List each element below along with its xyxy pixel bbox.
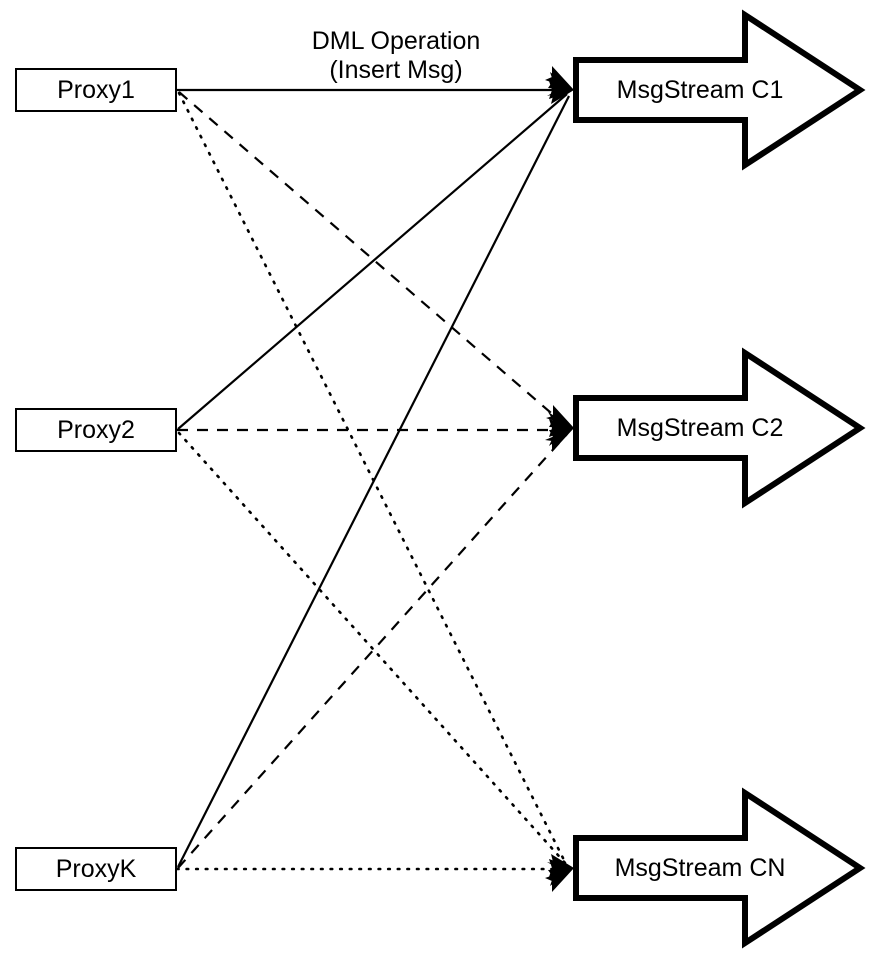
node-proxyk[interactable]: ProxyK bbox=[15, 847, 177, 891]
dml-operation-label: DML Operation (Insert Msg) bbox=[312, 27, 481, 84]
edge-proxy2-to-msgstream-cn bbox=[177, 431, 568, 866]
proxy2-label: Proxy2 bbox=[57, 416, 135, 444]
msgstream-c1-label: MsgStream C1 bbox=[617, 76, 784, 104]
edge-proxy1-to-msgstream-c2 bbox=[178, 91, 566, 426]
proxy2-box[interactable] bbox=[15, 408, 177, 452]
node-proxy2[interactable]: Proxy2 bbox=[15, 408, 177, 452]
msgstream-cn-arrow-shape[interactable] bbox=[573, 787, 866, 949]
proxyk-box[interactable] bbox=[15, 847, 177, 891]
edge-proxy1-to-msgstream-cn bbox=[177, 91, 568, 866]
dml-operation-label-line2: (Insert Msg) bbox=[329, 56, 462, 84]
dml-operation-label-line1: DML Operation bbox=[312, 27, 481, 55]
proxyk-label: ProxyK bbox=[56, 855, 137, 883]
arrowhead-msgstream-cn bbox=[545, 854, 574, 892]
msgstream-c1-arrow-shape[interactable] bbox=[573, 9, 866, 171]
edge-proxyk-to-msgstream-c2 bbox=[177, 433, 568, 869]
node-proxy1[interactable]: Proxy1 bbox=[15, 68, 177, 112]
edge-proxyk-to-msgstream-c1 bbox=[177, 95, 570, 868]
msgstream-c2-label: MsgStream C2 bbox=[617, 414, 784, 442]
arrowhead-msgstream-c1 bbox=[545, 66, 574, 104]
proxy1-label: Proxy1 bbox=[57, 76, 135, 104]
proxy-nodes: Proxy1 Proxy2 ProxyK bbox=[15, 68, 177, 891]
msgstream-nodes: MsgStream C1 MsgStream C2 MsgStream CN bbox=[573, 9, 866, 949]
node-msgstream-c2[interactable]: MsgStream C2 bbox=[573, 347, 866, 509]
edge-proxy2-to-msgstream-c1 bbox=[177, 93, 568, 430]
msgstream-cn-label: MsgStream CN bbox=[615, 854, 786, 882]
proxy1-box[interactable] bbox=[15, 68, 177, 112]
msgstream-c2-arrow-shape[interactable] bbox=[573, 347, 866, 509]
node-msgstream-c1[interactable]: MsgStream C1 bbox=[573, 9, 866, 171]
edge-layer bbox=[175, 88, 570, 871]
node-msgstream-cn[interactable]: MsgStream CN bbox=[573, 787, 866, 949]
arrowhead-layer bbox=[545, 66, 574, 892]
arrowhead-msgstream-c2 bbox=[545, 405, 574, 452]
